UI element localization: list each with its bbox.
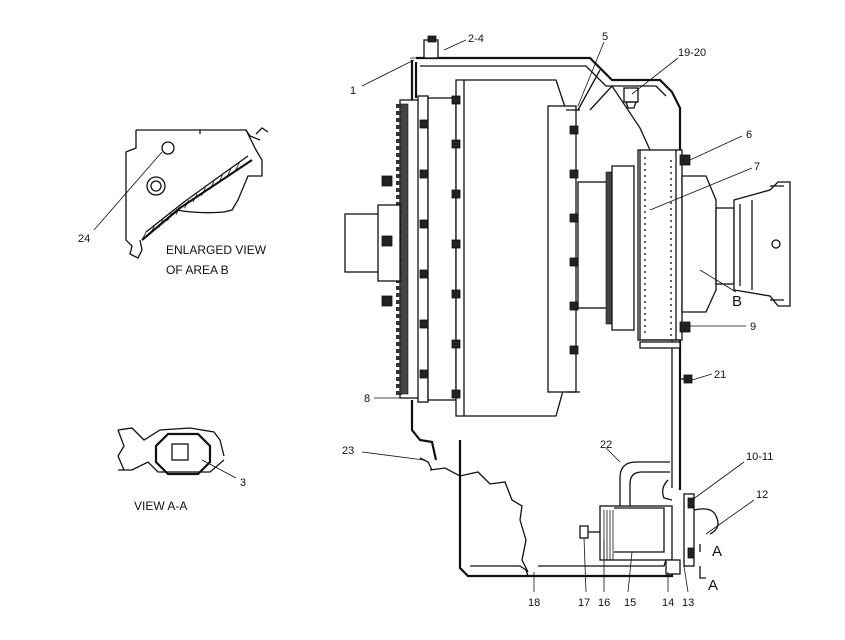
callout-3: 3 (240, 477, 246, 489)
callout-21: 21 (714, 369, 726, 381)
callout-17: 17 (578, 597, 590, 609)
leader-lines (93, 39, 755, 593)
callout-13: 13 (682, 597, 694, 609)
callout-6: 6 (746, 129, 752, 141)
callout-22: 22 (600, 439, 612, 451)
callout-2-4: 2-4 (468, 33, 484, 45)
area-b-marker: B (732, 293, 742, 310)
callout-5: 5 (602, 31, 608, 43)
callout-16: 16 (598, 597, 610, 609)
captions: ENLARGED VIEW OF AREA B VIEW A-A B A A (134, 243, 742, 594)
enlarged-view-caption-line1: ENLARGED VIEW (166, 243, 267, 257)
flywheel-bolts (419, 119, 429, 379)
callout-10-11: 10-11 (746, 451, 773, 463)
callout-14: 14 (662, 597, 674, 609)
view-a-a (117, 427, 225, 476)
callout-labels: 1 2-4 5 19-20 6 7 8 9 21 22 23 10-11 12 … (78, 31, 773, 609)
section-a-marker-top: A (712, 543, 722, 560)
section-a-marker-bottom: A (708, 577, 718, 594)
enlarged-view-area-b (125, 127, 269, 259)
callout-23: 23 (342, 445, 354, 457)
callout-8: 8 (364, 393, 370, 405)
torque-converter (455, 79, 580, 417)
callout-24: 24 (78, 233, 90, 245)
oil-filter-assembly (579, 461, 719, 579)
output-shaft-assembly (577, 149, 791, 349)
converter-bolts (451, 95, 579, 399)
view-a-a-caption: VIEW A-A (134, 499, 187, 513)
callout-15: 15 (624, 597, 636, 609)
input-shaft-hub (344, 175, 401, 307)
callout-7: 7 (754, 161, 760, 173)
callout-18: 18 (528, 597, 540, 609)
enlarged-view-caption-line2: OF AREA B (166, 263, 229, 277)
callout-1: 1 (350, 85, 356, 97)
callout-19-20: 19-20 (678, 47, 706, 59)
callout-12: 12 (756, 489, 768, 501)
flywheel-ring-gear (396, 95, 457, 403)
callout-9: 9 (750, 321, 756, 333)
